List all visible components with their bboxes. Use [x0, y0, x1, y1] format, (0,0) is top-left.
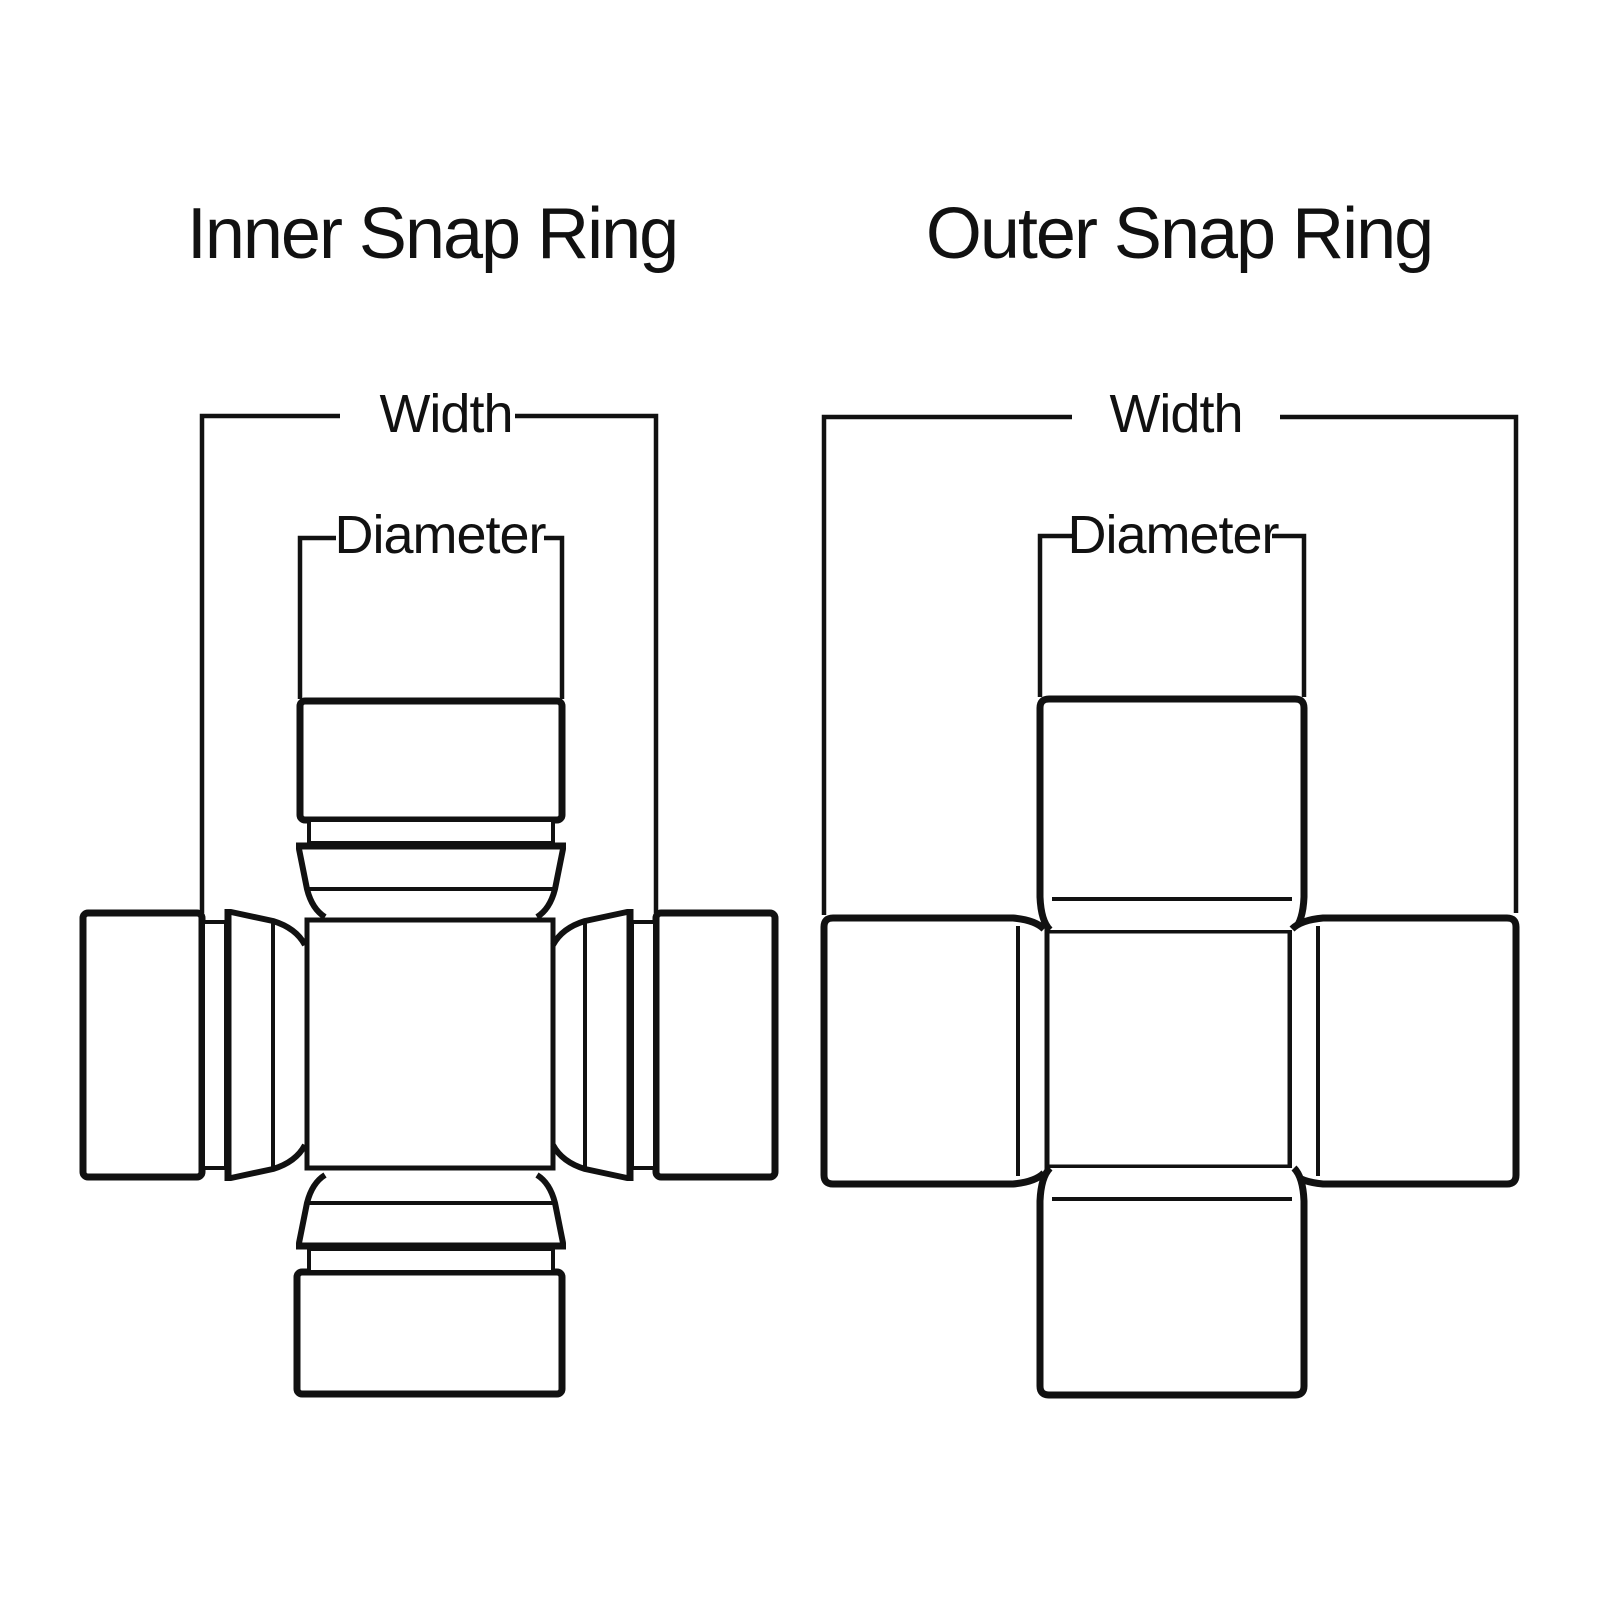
- outer-center-block: [1044, 928, 1293, 1170]
- outer-diameter-label: Diameter: [1067, 505, 1279, 565]
- inner-diameter-label: Diameter: [334, 505, 546, 565]
- inner-snap-ring-diagram: Inner Snap Ring Width Diameter: [79, 194, 779, 1398]
- outer-width-bracket: [821, 414, 1519, 915]
- inner-diagram-title: Inner Snap Ring: [187, 194, 677, 274]
- outer-diagram-title: Outer Snap Ring: [926, 194, 1432, 274]
- inner-center-block: [304, 917, 556, 1171]
- inner-right-bearing-cap: [652, 909, 779, 1181]
- outer-right-bearing-cap: [1289, 914, 1520, 1188]
- inner-top-seal-sides: [296, 848, 566, 920]
- inner-right-seal-sides: [550, 909, 628, 1181]
- inner-top-bearing-cap: [296, 697, 566, 824]
- inner-left-bearing-cap: [79, 909, 206, 1181]
- inner-bottom-snap-ring: [307, 1247, 555, 1274]
- outer-diameter-bracket: [1037, 533, 1307, 697]
- inner-width-bracket: [199, 413, 659, 913]
- inner-left-seal-sides: [230, 909, 308, 1181]
- inner-top-snap-ring: [307, 818, 555, 845]
- inner-bottom-bearing-cap: [293, 1268, 566, 1398]
- outer-top-bearing-cap: [1036, 695, 1308, 933]
- inner-left-snap-ring: [201, 920, 228, 1170]
- outer-bottom-bearing-cap: [1036, 1165, 1308, 1399]
- inner-bottom-seal-sides: [296, 1172, 566, 1244]
- inner-width-label: Width: [379, 384, 512, 444]
- inner-right-snap-ring: [630, 920, 657, 1170]
- inner-diameter-bracket: [297, 535, 565, 699]
- outer-left-bearing-cap: [820, 914, 1047, 1188]
- outer-snap-ring-diagram: Outer Snap Ring Width Diameter: [820, 194, 1520, 1399]
- outer-width-label: Width: [1109, 384, 1242, 444]
